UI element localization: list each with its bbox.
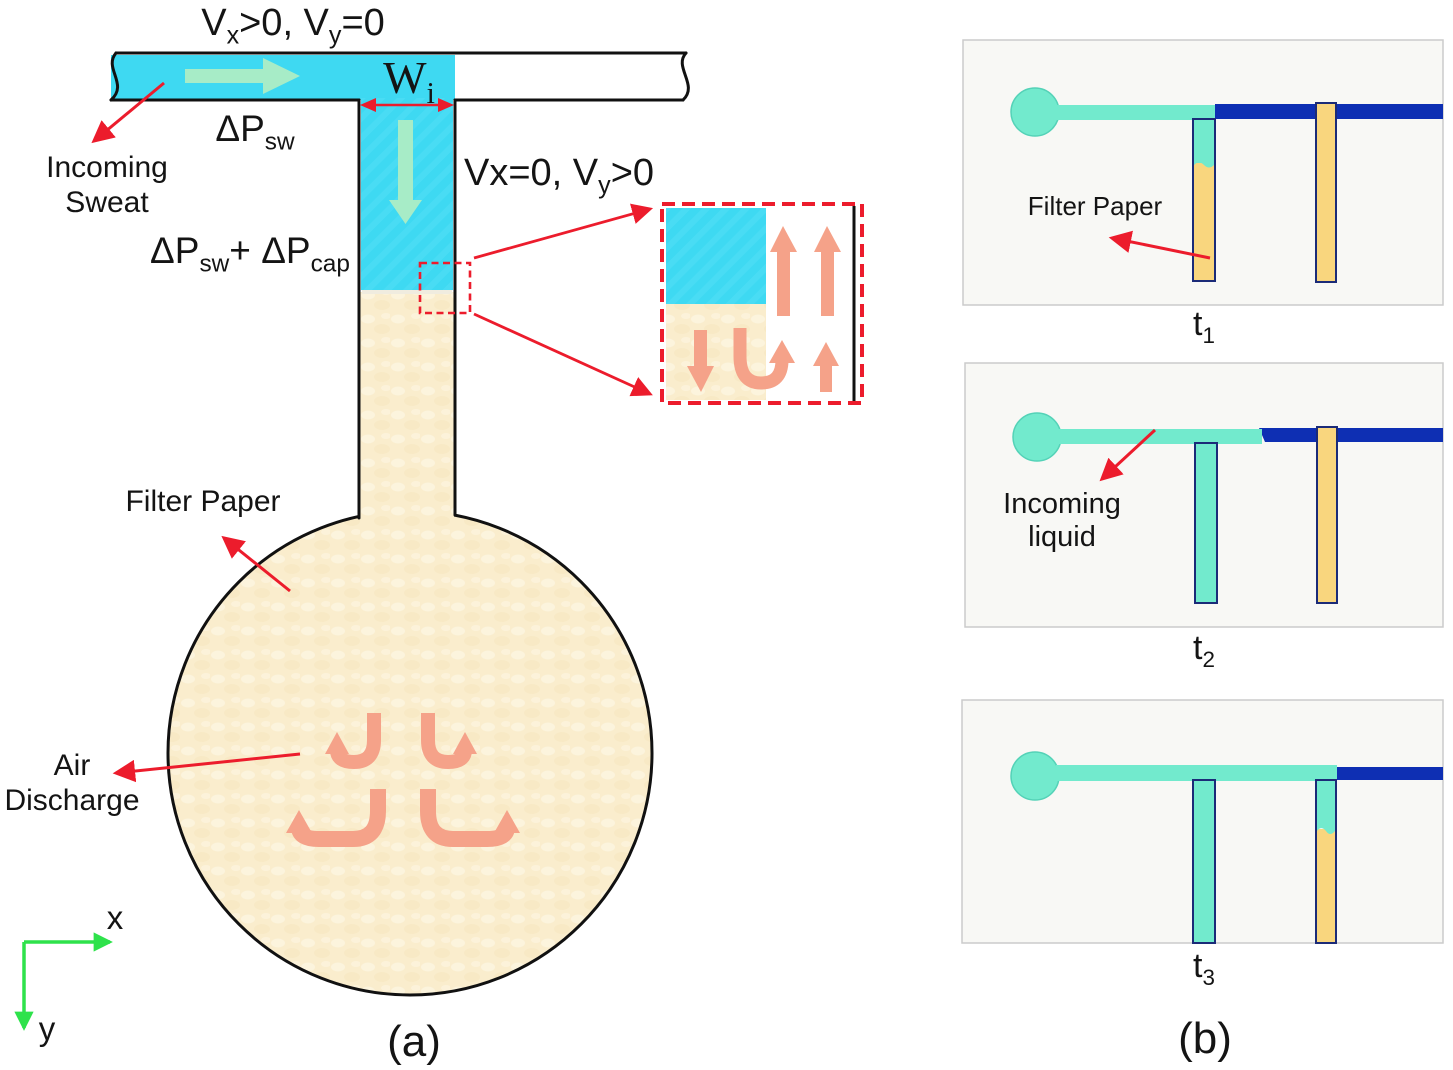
filter-paper-arrow-a [221, 535, 291, 593]
vortex-arrowhead-top-right [453, 732, 477, 754]
t2-empty-channel-blue [1259, 428, 1443, 442]
t3-branch2-outline [1315, 779, 1337, 944]
filter-paper-arrow-t1 [1108, 230, 1211, 260]
panel-a-caption: (a) [387, 1017, 441, 1066]
channel-left-torn-edge [109, 51, 119, 102]
t3-branch-1 [1192, 779, 1216, 944]
t2-branch1-liquid [1196, 444, 1216, 602]
annotation-arrows-a [91, 81, 301, 783]
air-uturn-arrow [733, 328, 789, 390]
snapshot-t2 [964, 362, 1444, 628]
channel-right-torn-edge [680, 51, 690, 102]
coordinate-axes [14, 932, 113, 1031]
t1-branch2-paper [1317, 104, 1335, 281]
t2-time-label: t2 [1193, 629, 1215, 672]
panel-a-schematic [14, 51, 864, 1031]
vortex-arrow-top-left [330, 713, 381, 770]
zoom-connector-top [473, 203, 654, 260]
t1-branch-2 [1315, 102, 1337, 283]
t1-liquid-channel [1056, 105, 1215, 120]
t3-time-label: t3 [1193, 947, 1215, 990]
t3-branch2-meniscus [1317, 826, 1335, 834]
width-measure-arrow [360, 98, 454, 112]
inset-air-arrows [687, 226, 841, 392]
air-up-arrow-2 [814, 226, 841, 316]
incoming-liquid-arrow-t2 [1099, 428, 1157, 482]
vertical-channel-paper-fill [360, 292, 454, 532]
vortex-arrow-bottom-left [291, 789, 386, 847]
t2-branch-2 [1316, 426, 1338, 604]
t1-branch-1 [1192, 118, 1216, 282]
y-axis-label: y [38, 1010, 56, 1047]
t2-branch2-outline [1316, 426, 1338, 604]
t1-time-label: t1 [1193, 305, 1215, 348]
zoom-source-dashed-box [418, 261, 472, 315]
air-small-up-arrow [813, 342, 839, 392]
side-velocity-label: Vx=0, Vy>0 [464, 152, 655, 200]
t2-branch1-outline [1194, 442, 1218, 604]
filter-paper-label-a: Filter Paper [125, 485, 281, 518]
t2-branch2-paper [1318, 428, 1336, 602]
vortex-arrow-top-right [421, 713, 472, 770]
t1-branch1-liquid [1194, 120, 1214, 163]
vortex-arrowhead-bottom-left [286, 810, 312, 833]
snapshot-t3 [961, 699, 1444, 944]
channel-outline [109, 51, 690, 520]
x-axis-label: x [106, 899, 124, 936]
t3-branch1-liquid [1194, 781, 1214, 942]
t3-branch2-paper [1317, 829, 1335, 942]
top-velocity-label: Vx>0, Vy=0 [201, 2, 385, 50]
t2-inlet-circle [1012, 412, 1062, 462]
t1-branch2-outline [1315, 102, 1337, 283]
flow-arrows [185, 58, 422, 224]
t1-inlet-circle [1010, 87, 1060, 137]
t2-liquid-channel [1057, 429, 1262, 444]
t1-branch1-outline [1192, 118, 1216, 282]
pressure-sweat-label: ΔPsw [215, 108, 295, 156]
panel-b-caption: (b) [1178, 1014, 1232, 1063]
filter-paper-label-t1: Filter Paper [1027, 191, 1163, 221]
snapshot-t1 [962, 39, 1444, 306]
filter-paper-circle [166, 509, 654, 997]
vortex-arrowhead-bottom-right [494, 810, 520, 833]
channel-width-label: Wi [383, 52, 435, 111]
inset-sweat-block [666, 208, 766, 304]
air-uturn-arrowhead [769, 340, 795, 363]
panel-b-timelapse [961, 39, 1444, 944]
t3-empty-channel-blue [1337, 767, 1443, 780]
t1-branch1-meniscus [1194, 161, 1214, 168]
air-discharge-arrows [286, 713, 520, 847]
pressure-sum-label: ΔPsw+ ΔPcap [150, 230, 350, 278]
zoom-connector-bottom [473, 312, 653, 397]
t3-branch1-outline [1192, 779, 1216, 944]
air-down-arrow [687, 330, 714, 392]
t3-liquid-channel [1056, 765, 1337, 781]
t3-inlet-circle [1010, 751, 1060, 801]
t2-branch-1 [1194, 442, 1218, 604]
vortex-arrowhead-top-left [325, 732, 349, 754]
t3-branch2-liquid [1317, 781, 1335, 828]
zoom-inset [660, 202, 864, 405]
flow-arrow-right [185, 58, 300, 94]
vortex-arrow-bottom-right [420, 789, 515, 847]
air-up-arrow-1 [770, 226, 797, 316]
t3-branch-2 [1315, 779, 1337, 944]
air-discharge-arrow [112, 752, 301, 783]
flow-arrow-down [389, 120, 422, 224]
incoming-sweat-arrow [91, 81, 165, 144]
